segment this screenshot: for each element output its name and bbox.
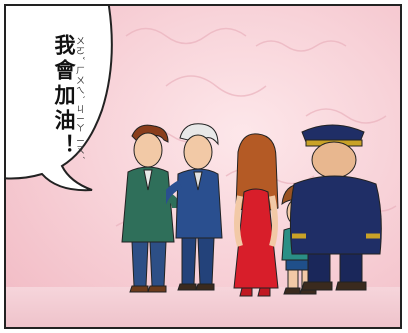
older-man-in-blue-suit [166, 123, 223, 291]
floor [6, 287, 400, 327]
police-officer [289, 124, 382, 291]
woman-in-red-dress [233, 133, 279, 297]
speech-bubble [6, 6, 113, 192]
man-in-green-suit [121, 124, 178, 293]
speech-text: 我會加油！ [52, 34, 77, 159]
zhuyin-annotation: ㄨㄛˇ ㄏㄨㄟˋ ㄐㄧㄚ ㄧㄡˊ [74, 36, 84, 161]
comic-panel: 我會加油！ ㄨㄛˇ ㄏㄨㄟˋ ㄐㄧㄚ ㄧㄡˊ [4, 4, 402, 329]
